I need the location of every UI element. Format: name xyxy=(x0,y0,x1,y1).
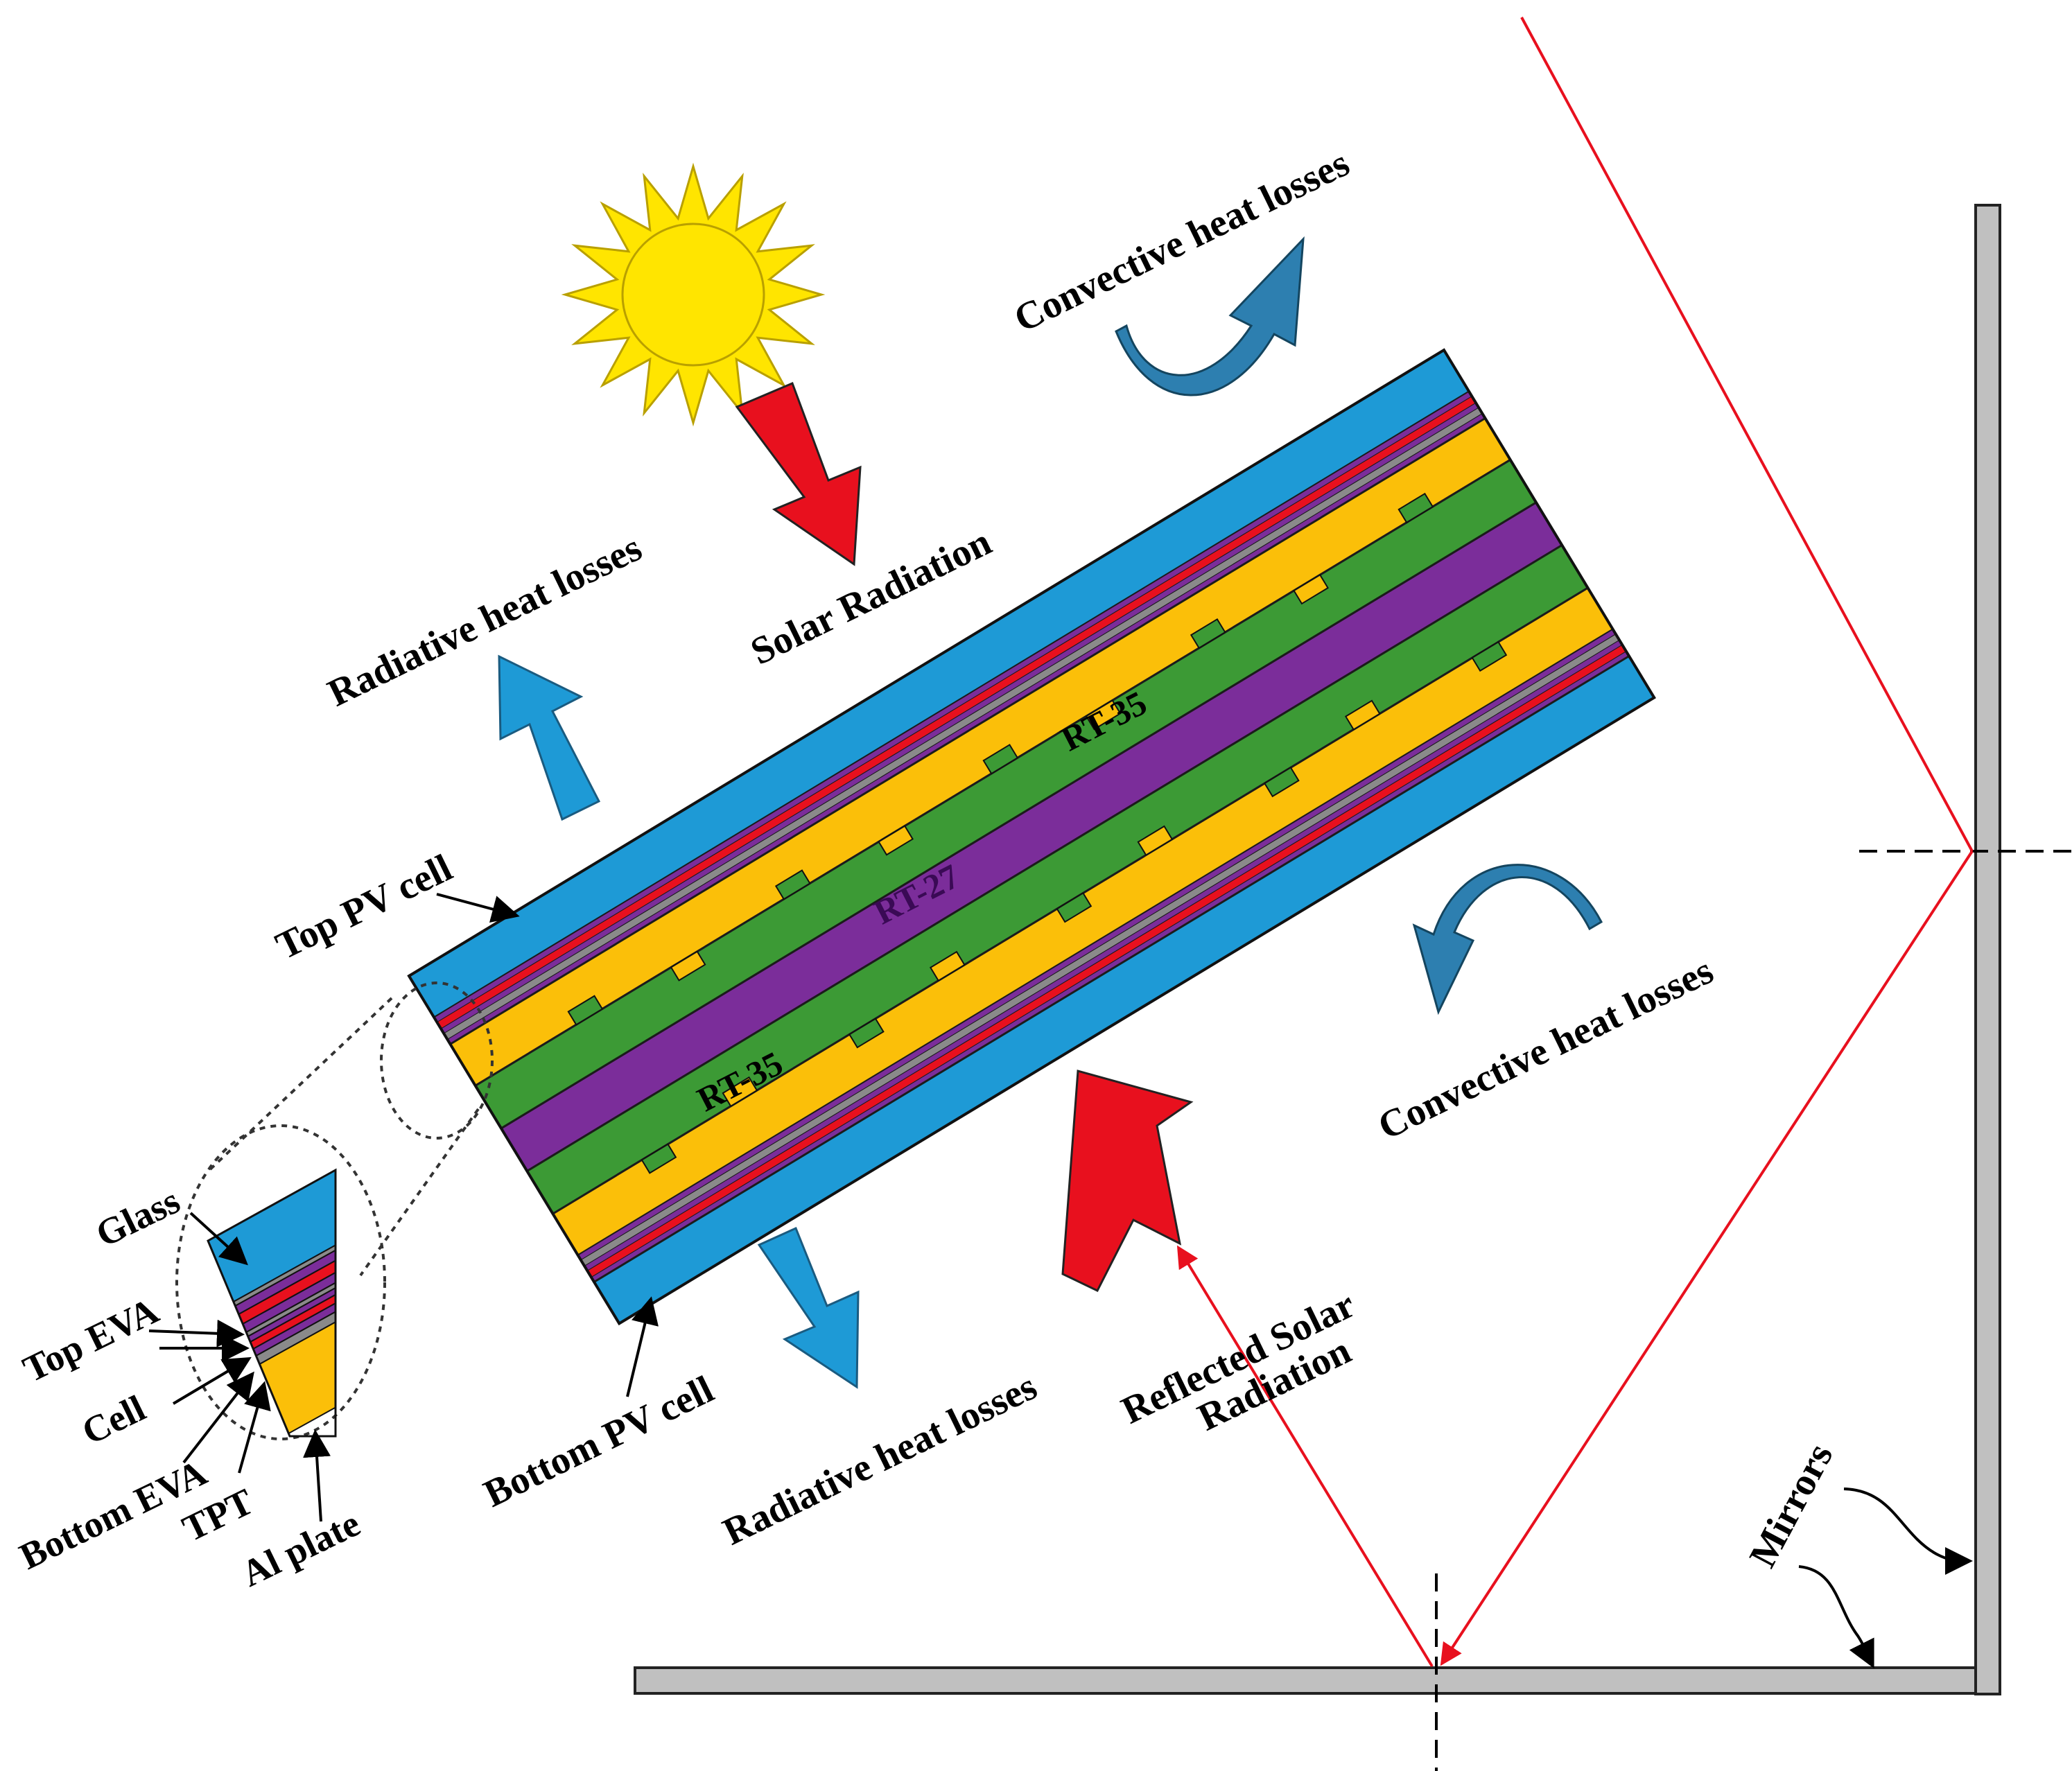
fin-7 xyxy=(1085,699,1122,731)
sun-disc xyxy=(621,223,765,367)
glass-pointer xyxy=(189,1212,248,1266)
bottom-eva-pointer xyxy=(182,1371,254,1464)
top-eva-label: Top EVA xyxy=(17,1289,165,1390)
fin-12 xyxy=(1344,699,1381,731)
radiative-heat-losses-bottom-label: Radiative heat losses xyxy=(717,1365,1044,1554)
convective-arrow-icon xyxy=(1115,236,1305,396)
bottom-pv-cell-label: Bottom PV cell xyxy=(478,1368,721,1515)
zoom-connector-1 xyxy=(207,997,393,1173)
fin-6 xyxy=(878,825,914,856)
fin-16 xyxy=(1263,766,1300,798)
reflected-ray-2 xyxy=(1176,1245,1434,1668)
incident-ray xyxy=(1520,17,1974,852)
zoom-connector-2 xyxy=(359,1108,480,1277)
cell-pointer xyxy=(172,1356,252,1405)
fin-3 xyxy=(1190,618,1226,649)
fin-8 xyxy=(1293,573,1329,605)
zoom-ellipse xyxy=(175,1124,386,1440)
convective-heat-losses-right-label: Convective heat losses xyxy=(1372,949,1720,1149)
mirror-arrow-1 xyxy=(1843,1488,1973,1575)
fin-13 xyxy=(641,1143,677,1174)
fin-1 xyxy=(774,869,811,900)
bottom-pv-cell-pointer xyxy=(626,1296,659,1397)
reflected-ray-1 xyxy=(1440,850,1974,1666)
fin-9 xyxy=(722,1076,758,1108)
fin-4 xyxy=(1398,492,1434,524)
fin-2 xyxy=(982,744,1019,775)
reflected-solar-arrow-icon xyxy=(1061,1070,1194,1292)
radiative-arrow-icon xyxy=(498,654,601,821)
top-eva-pointer-1 xyxy=(148,1319,245,1347)
vertical-mirror xyxy=(1974,204,2001,1695)
mirror-arrow-2 xyxy=(1798,1565,1874,1669)
pvt-panel xyxy=(407,348,1657,1326)
fin-11 xyxy=(1137,825,1174,856)
panel-outline xyxy=(407,348,1657,1326)
sun-icon xyxy=(561,162,826,427)
mirrors-label: Mirrors xyxy=(1741,1437,1842,1574)
cell-label: Cell xyxy=(76,1387,152,1453)
glass-label: Glass xyxy=(89,1180,186,1255)
radiative-heat-losses-top-label: Radiative heat losses xyxy=(322,526,649,715)
fin-17 xyxy=(1471,640,1508,672)
convective-arrow-right-icon xyxy=(1412,864,1603,1015)
top-pv-cell-label: Top PV cell xyxy=(270,846,459,968)
solar-arrow-icon xyxy=(735,382,862,566)
fin-14 xyxy=(848,1018,885,1049)
tpt-pointer xyxy=(238,1381,271,1474)
top-pv-cell-pointer xyxy=(436,893,520,923)
al-plate-pointer xyxy=(303,1429,331,1522)
layer-detail-wedge xyxy=(207,1168,337,1438)
wedge-outline xyxy=(207,1168,337,1438)
radiative-arrow-bottom-icon xyxy=(757,1226,860,1389)
horizontal-mirror xyxy=(634,1666,1977,1695)
fin-5 xyxy=(670,950,706,982)
fin-10 xyxy=(929,950,966,982)
fin-15 xyxy=(1056,892,1092,923)
panel-edge-highlight xyxy=(380,982,494,1140)
fin-0 xyxy=(567,995,604,1026)
